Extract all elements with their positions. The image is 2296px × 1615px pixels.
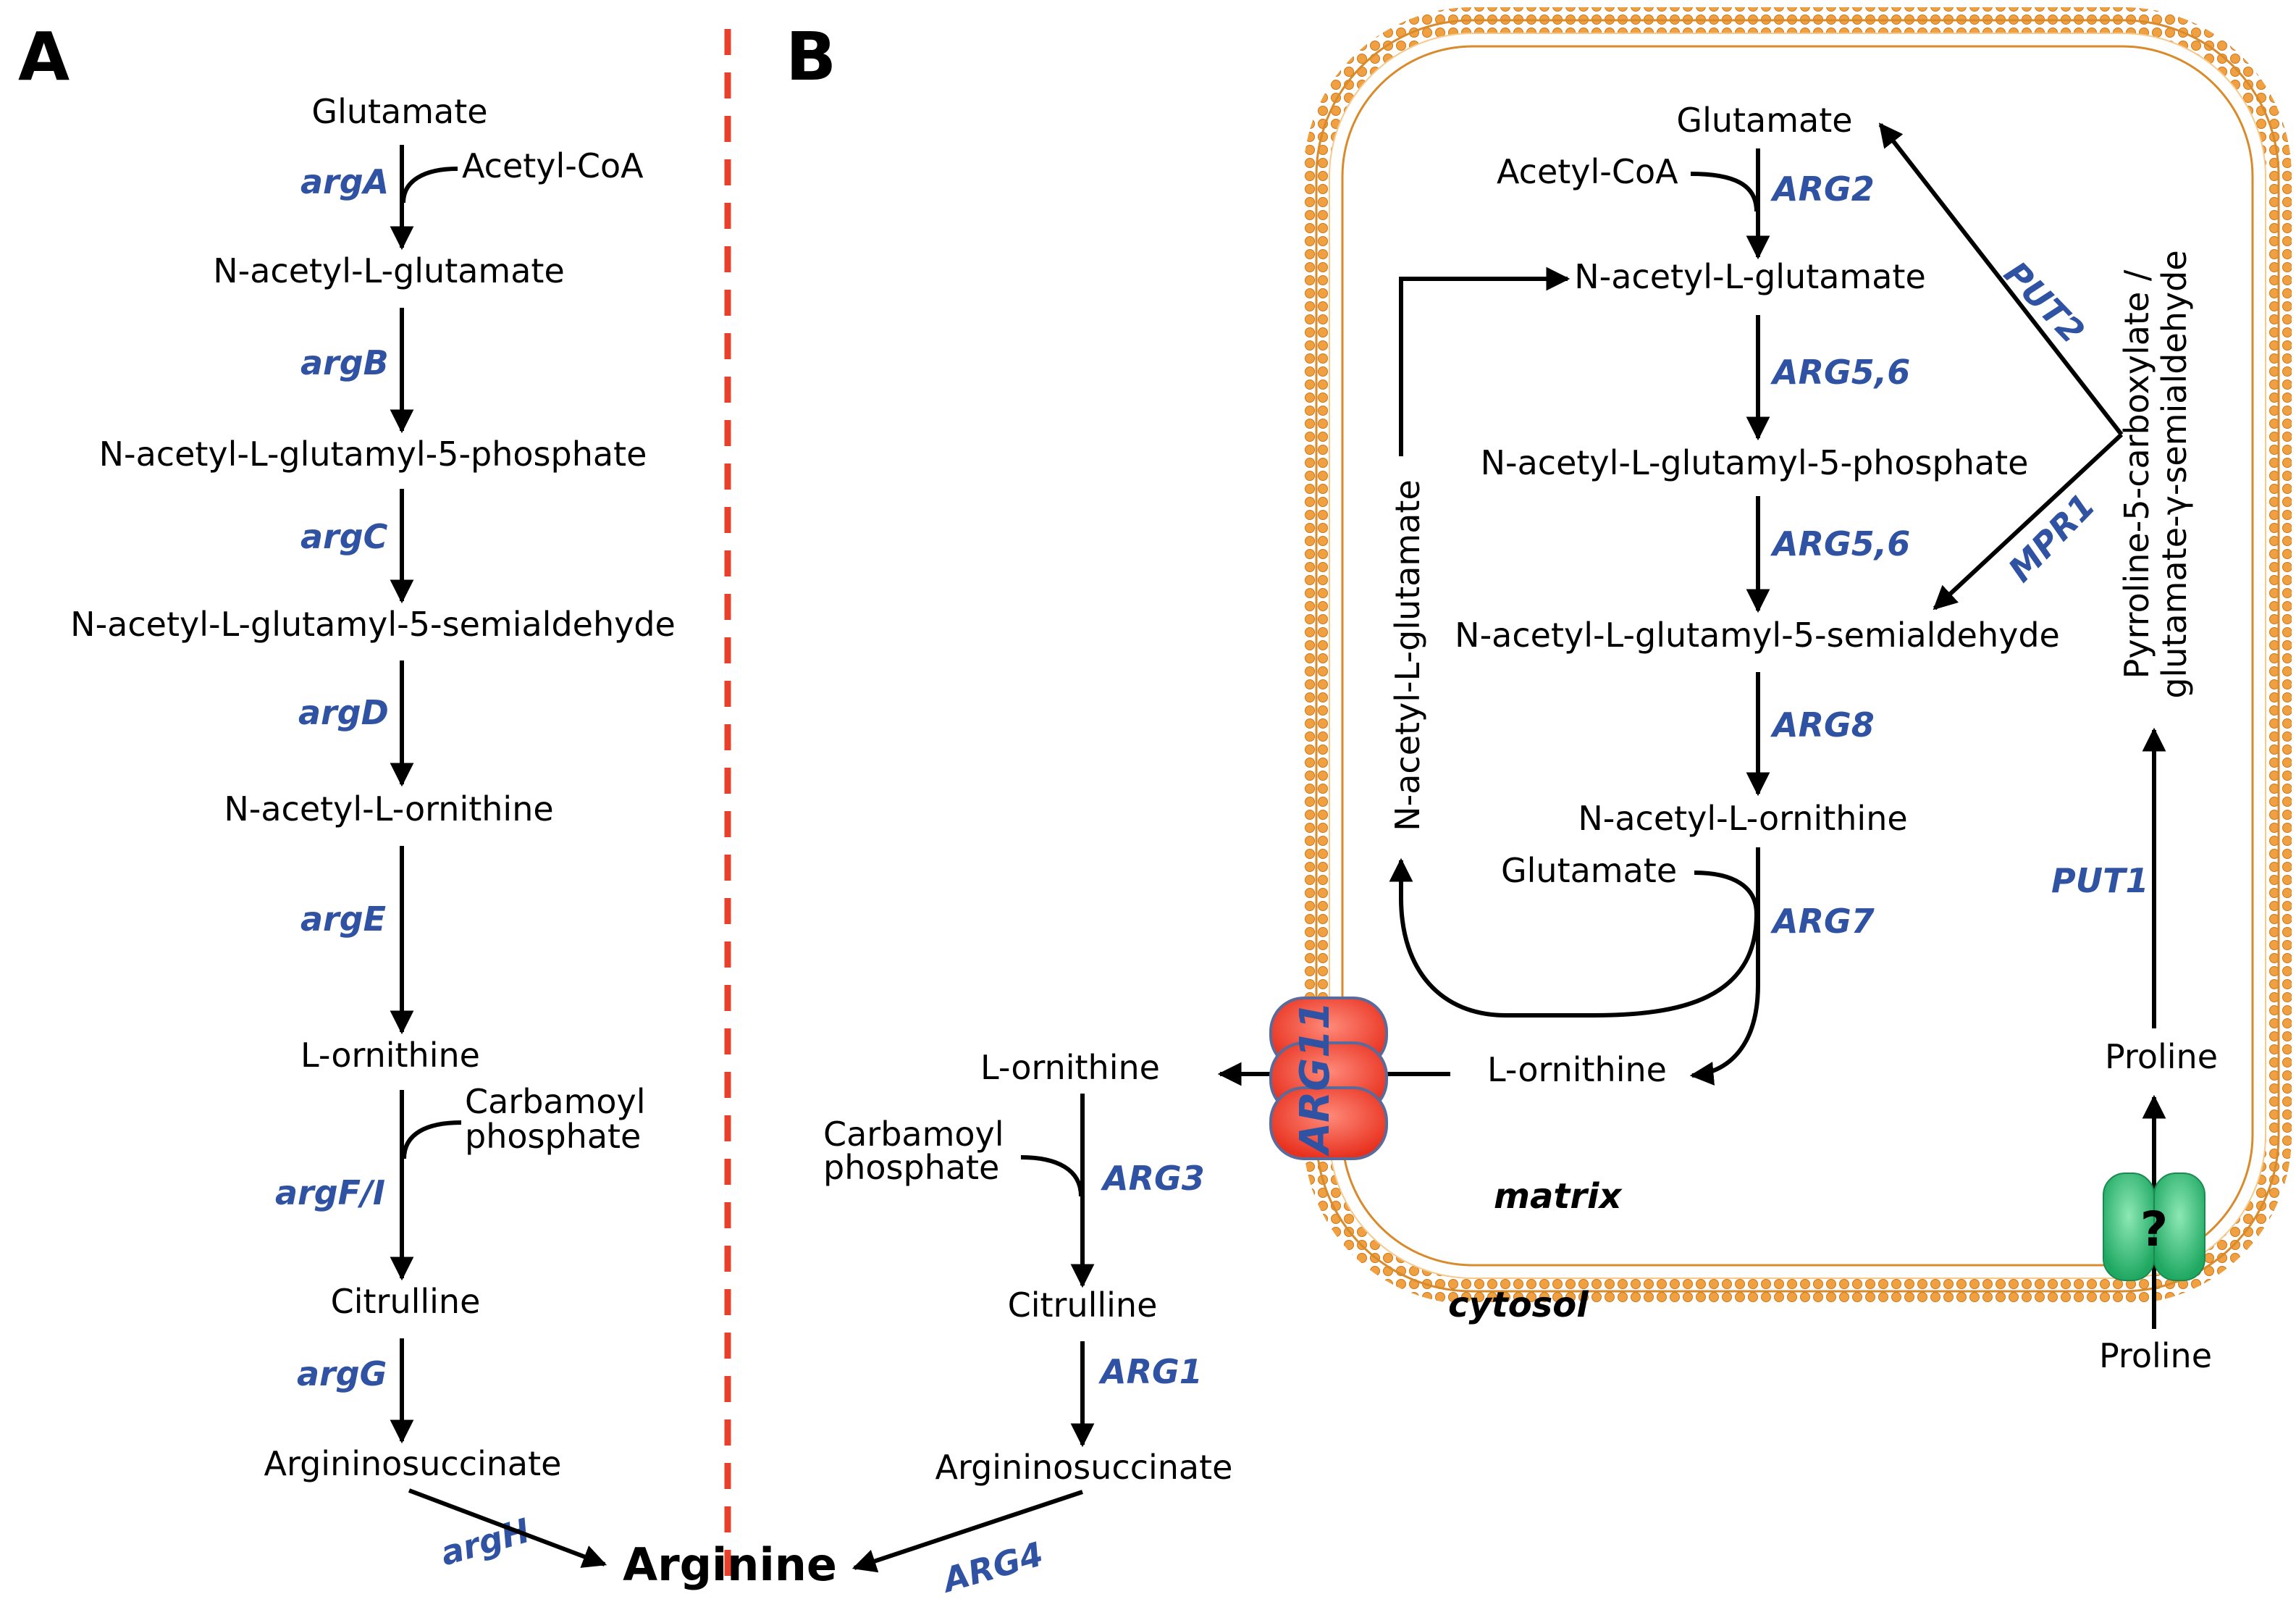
b-glutamate-join (1694, 871, 1759, 915)
a-enzyme-argB: argB (300, 343, 389, 382)
b-cyt-l-ornithine: L-ornithine (980, 1048, 1160, 1087)
b-recycle-to-nag (1399, 267, 1570, 456)
b-enzyme-ARG56-b: ARG5,6 (1770, 524, 1910, 563)
b-proline-cytosol: Proline (2099, 1336, 2212, 1375)
b-p5c-line2: glutamate-γ-semialdehyde (2155, 250, 2194, 698)
b-enzyme-ARG8: ARG8 (1770, 705, 1875, 744)
b-acetyl-coa: Acetyl-CoA (1497, 152, 1678, 191)
a-citrulline: Citrulline (331, 1282, 481, 1321)
b-enzyme-ARG1: ARG1 (1098, 1352, 1203, 1391)
panel-a-pathway: Glutamate N-acetyl-L-glutamate N-acetyl-… (70, 92, 676, 1573)
panel-a-label: A (18, 18, 70, 96)
b-n-acetyl-glutamate: N-acetyl-L-glutamate (1574, 257, 1926, 296)
b-n-acetyl-glutamyl-phosphate: N-acetyl-L-glutamyl-5-phosphate (1481, 443, 2029, 482)
panel-b-label: B (786, 18, 836, 96)
a-enzyme-argG: argG (297, 1354, 387, 1393)
matrix-label: matrix (1494, 1176, 1623, 1217)
mitochondrial-membrane (1303, 7, 2292, 1304)
b-glutamate-cosubstrate: Glutamate (1501, 851, 1677, 890)
a-acetyl-coa-join (401, 167, 458, 204)
b-cyt-citrulline: Citrulline (1008, 1285, 1158, 1325)
unknown-transporter-label: ? (2140, 1201, 2168, 1257)
panel-b-cytosol-pathway: L-ornithine Citrulline Argininosuccinate… (823, 1048, 1232, 1601)
a-carbamoyl-line2: phosphate (465, 1117, 641, 1156)
a-n-acetyl-ornithine: N-acetyl-L-ornithine (224, 789, 553, 829)
a-enzyme-argE: argE (300, 899, 386, 939)
a-arrow-8 (408, 1488, 607, 1568)
arginine-product: Arginine (623, 1538, 837, 1591)
b-n-acetyl-ornithine: N-acetyl-L-ornithine (1578, 799, 1907, 838)
b-cyt-carbamoyl-line2: phosphate (823, 1148, 999, 1187)
b-enzyme-PUT1: PUT1 (2051, 861, 2148, 900)
a-l-ornithine: L-ornithine (300, 1036, 480, 1075)
b-enzyme-ARG7: ARG7 (1770, 902, 1875, 941)
cytosol-label: cytosol (1448, 1285, 1589, 1325)
b-arg7-to-ornithine (1689, 847, 1760, 1086)
a-n-acetyl-glutamyl-phosphate: N-acetyl-L-glutamyl-5-phosphate (99, 435, 647, 474)
b-proline-matrix: Proline (2105, 1037, 2218, 1076)
b-recycled-n-acetyl-glutamate: N-acetyl-L-glutamate (1388, 479, 1427, 831)
b-put2-arrow (1878, 122, 2124, 436)
b-glutamate: Glutamate (1676, 101, 1852, 140)
a-enzyme-argFI: argF/I (275, 1173, 385, 1212)
b-cyt-argininosuccinate: Argininosuccinate (935, 1448, 1233, 1487)
panel-b-mito-pathway: Glutamate N-acetyl-L-glutamate N-acetyl-… (1217, 101, 2218, 1375)
b-cyt-arrow-3 (851, 1490, 1083, 1573)
b-mpr1-arrow (1933, 432, 2124, 611)
a-acetyl-coa: Acetyl-CoA (462, 146, 644, 185)
a-glutamate: Glutamate (311, 92, 487, 131)
a-carbamoyl-line1: Carbamoyl (465, 1082, 646, 1121)
a-n-acetyl-glutamyl-semialdehyde: N-acetyl-L-glutamyl-5-semialdehyde (70, 605, 676, 644)
b-enzyme-ARG2: ARG2 (1770, 169, 1875, 209)
b-acetyl-coa-join (1690, 172, 1759, 212)
b-carbamoyl-join (1020, 1155, 1083, 1197)
b-p5c-line1: Pyrroline-5-carboxylate / (2117, 269, 2156, 679)
a-argininosuccinate: Argininosuccinate (264, 1444, 562, 1483)
unknown-proline-transporter: ? (2103, 1173, 2205, 1281)
b-enzyme-ARG4: ARG4 (936, 1534, 1047, 1601)
a-n-acetyl-glutamate: N-acetyl-L-glutamate (213, 251, 565, 290)
b-n-acetyl-glutamyl-semialdehyde: N-acetyl-L-glutamyl-5-semialdehyde (1455, 616, 2060, 655)
arg11-label: ARG11 (1292, 1002, 1339, 1157)
a-carbamoyl-join (402, 1120, 462, 1159)
b-enzyme-ARG3: ARG3 (1101, 1159, 1205, 1198)
a-enzyme-argA: argA (300, 162, 389, 201)
a-enzyme-argC: argC (300, 517, 388, 556)
b-enzyme-ARG56-a: ARG5,6 (1770, 353, 1910, 392)
a-enzyme-argD: argD (298, 693, 389, 732)
b-recycle-curve (1389, 857, 1759, 1018)
arg11-transporter: ARG11 (1269, 997, 1388, 1160)
b-mito-l-ornithine: L-ornithine (1487, 1050, 1667, 1089)
b-cyt-carbamoyl-line1: Carbamoyl (823, 1115, 1004, 1154)
